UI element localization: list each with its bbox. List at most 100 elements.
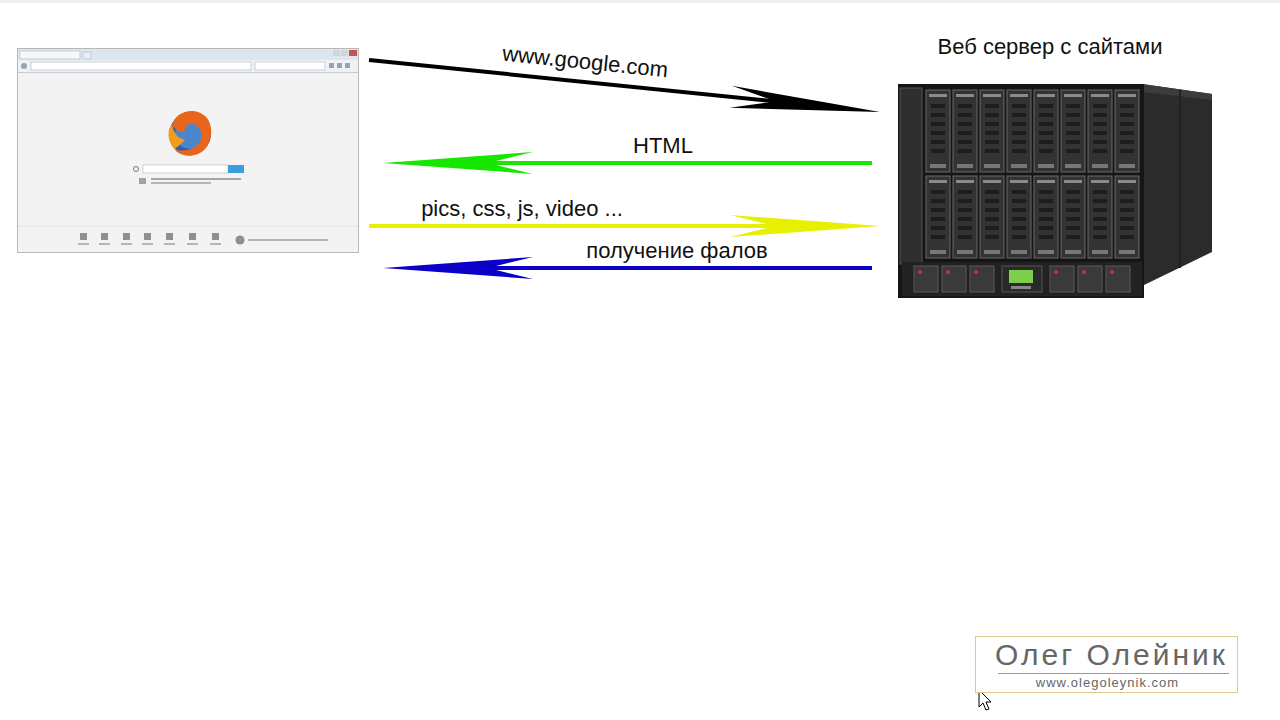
illustration-part: [931, 131, 945, 135]
illustration-part: [1012, 122, 1026, 126]
illustration-part: [1012, 190, 1026, 194]
illustration-part: [898, 84, 1144, 298]
illustration-part: [1066, 199, 1080, 203]
illustration-part: [187, 243, 198, 245]
illustration-part: [1066, 113, 1080, 117]
arrow-shaft: [369, 224, 780, 228]
illustration-part: [1010, 180, 1028, 183]
illustration-part: [918, 270, 922, 274]
illustration-part: [1120, 226, 1134, 230]
web-server: Веб сервер с сайтами: [880, 30, 1220, 308]
illustration-part: [1012, 235, 1026, 239]
illustration-part: [1093, 226, 1107, 230]
illustration-part: [101, 233, 108, 240]
illustration-part: [1012, 113, 1026, 117]
illustration-part: [164, 243, 175, 245]
illustration-part: [1039, 104, 1053, 108]
arrow-head: [383, 257, 533, 279]
illustration-part: [1012, 149, 1026, 153]
illustration-part: [985, 104, 999, 108]
illustration-part: [1039, 149, 1053, 153]
illustration-part: [931, 190, 945, 194]
illustration-part: [1010, 94, 1028, 97]
illustration-part: [1093, 131, 1107, 135]
illustration-part: [926, 176, 950, 258]
illustration-part: [946, 270, 950, 274]
illustration-part: [1142, 84, 1212, 100]
edge-label: pics, css, js, video ...: [419, 197, 625, 221]
illustration-part: [1066, 217, 1080, 221]
illustration-part: [1012, 104, 1026, 108]
illustration-part: [1119, 164, 1135, 168]
illustration-part: [1037, 180, 1055, 183]
illustration-part: [1066, 226, 1080, 230]
illustration-part: [956, 180, 974, 183]
illustration-part: [958, 104, 972, 108]
illustration-part: [958, 131, 972, 135]
illustration-part: [1034, 176, 1058, 258]
illustration-part: [142, 243, 153, 245]
illustration-part: [1093, 149, 1107, 153]
illustration-part: [1011, 250, 1027, 254]
illustration-part: [1039, 199, 1053, 203]
illustration-part: [18, 49, 358, 60]
illustration-part: [985, 217, 999, 221]
illustration-part: [341, 50, 348, 56]
illustration-part: [1050, 266, 1074, 292]
illustration-part: [980, 90, 1004, 172]
arrow-shaft: [483, 266, 872, 270]
illustration-part: [1064, 180, 1082, 183]
illustration-part: [983, 180, 1001, 183]
illustration-part: [931, 149, 945, 153]
illustration-part: [953, 90, 977, 172]
illustration-part: [1066, 131, 1080, 135]
illustration-part: [143, 165, 228, 173]
illustration-part: [1093, 113, 1107, 117]
illustration-part: [953, 176, 977, 258]
illustration-part: [958, 113, 972, 117]
illustration-part: [942, 266, 966, 292]
illustration-part: [958, 199, 972, 203]
browser-screenshot: [17, 48, 359, 253]
illustration-part: [1093, 199, 1107, 203]
illustration-part: [349, 50, 357, 56]
illustration-part: [1093, 122, 1107, 126]
illustration-part: [83, 52, 91, 59]
illustration-part: [930, 164, 946, 168]
illustration-part: [1065, 250, 1081, 254]
illustration-part: [929, 180, 947, 183]
illustration-part: [210, 243, 221, 245]
illustration-part: [958, 235, 972, 239]
illustration-part: [1082, 270, 1086, 274]
edge-label: получение фалов: [584, 239, 769, 263]
illustration-part: [956, 94, 974, 97]
illustration-part: [1007, 90, 1031, 172]
illustration-part: [985, 190, 999, 194]
illustration-part: [121, 243, 132, 245]
illustration-part: [212, 233, 219, 240]
illustration-part: [1002, 266, 1042, 292]
illustration-part: [1066, 190, 1080, 194]
illustration-part: [931, 235, 945, 239]
illustration-part: [1088, 90, 1112, 172]
illustration-part: [1065, 164, 1081, 168]
illustration-part: [1092, 250, 1108, 254]
illustration-part: [931, 199, 945, 203]
illustration-part: [900, 88, 922, 264]
illustration-part: [1120, 149, 1134, 153]
illustration-part: [1120, 140, 1134, 144]
illustration-part: [144, 233, 151, 240]
illustration-part: [1007, 176, 1031, 258]
illustration-part: [248, 239, 328, 241]
illustration-part: [123, 233, 130, 240]
illustration-part: [1118, 180, 1136, 183]
illustration-part: [1039, 208, 1053, 212]
arrow-head: [730, 215, 880, 237]
illustration-part: [958, 208, 972, 212]
illustration-part: [18, 226, 358, 227]
illustration-part: [958, 122, 972, 126]
illustration-part: [1039, 226, 1053, 230]
illustration-part: [985, 226, 999, 230]
illustration-part: [931, 104, 945, 108]
illustration-part: [1012, 199, 1026, 203]
